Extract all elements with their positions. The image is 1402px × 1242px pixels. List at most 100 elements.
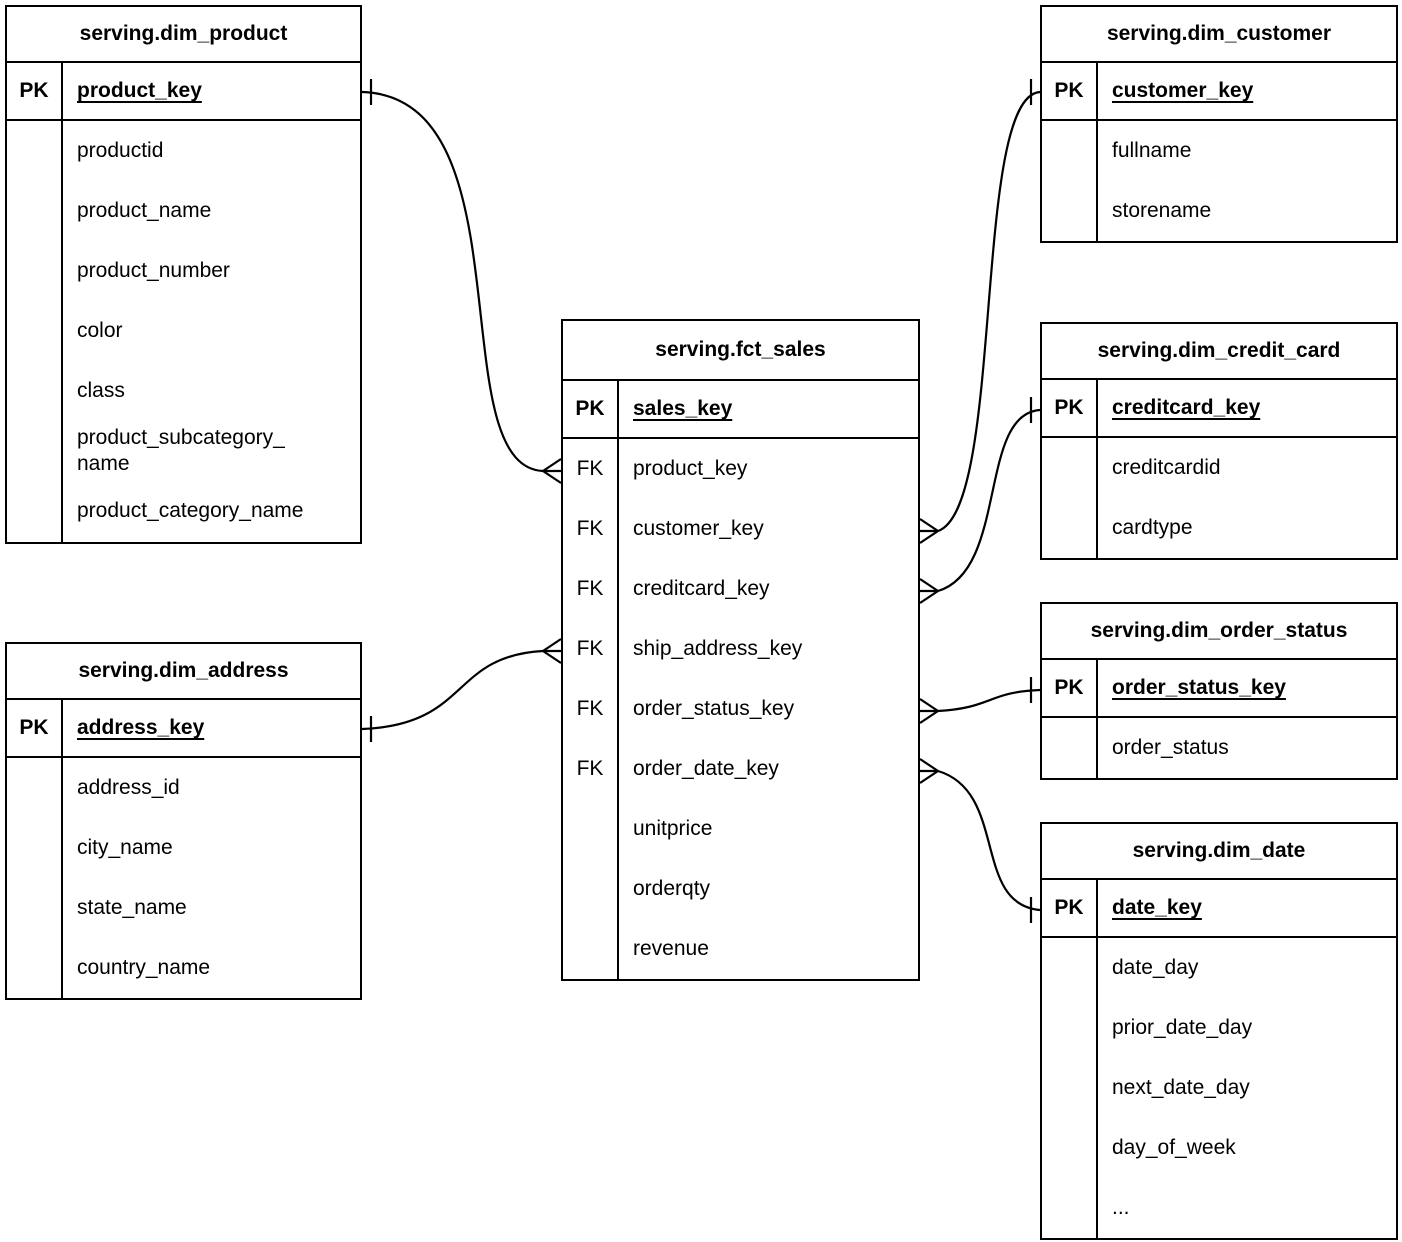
field-row: address_id	[7, 758, 360, 818]
crowsfoot-order_date_key	[919, 770, 939, 784]
pk-label: PK	[1042, 880, 1098, 936]
pk-row: PK creditcard_key	[1042, 380, 1396, 438]
field-row: fullname	[1042, 121, 1396, 181]
pk-row: PK customer_key	[1042, 63, 1396, 121]
crowsfoot-order_status_key	[919, 710, 939, 724]
field-name: color	[77, 318, 123, 342]
key-cell-empty	[7, 938, 63, 998]
table-title: serving.dim_date	[1042, 824, 1396, 880]
key-cell-empty	[1042, 998, 1098, 1058]
table-title: serving.dim_address	[7, 644, 360, 700]
field-row: product_number	[7, 241, 360, 301]
field-name: product_subcategory_​name	[77, 426, 285, 476]
field-row: prior_date_day	[1042, 998, 1396, 1058]
pk-field-name: order_status_key	[1112, 675, 1286, 699]
fk-label: FK	[563, 739, 619, 799]
key-cell-empty	[1042, 1118, 1098, 1178]
fk-label: FK	[563, 679, 619, 739]
table-dim-credit-card: serving.dim_credit_card PK creditcard_ke…	[1040, 322, 1398, 560]
key-cell-empty	[1042, 938, 1098, 998]
crowsfoot-customer_key	[919, 518, 939, 532]
key-cell-empty	[7, 361, 63, 421]
field-row: day_of_week	[1042, 1118, 1396, 1178]
field-name: date_day	[1112, 955, 1199, 979]
table-dim-order-status: serving.dim_order_status PK order_status…	[1040, 602, 1398, 780]
key-cell-empty	[7, 878, 63, 938]
key-cell-empty	[7, 421, 63, 482]
field-name: product_name	[77, 198, 212, 222]
relationship-line-product_key	[361, 90, 544, 473]
pk-row: PK date_key	[1042, 880, 1396, 938]
crowsfoot-ship_address_key	[542, 638, 562, 652]
field-name: next_date_day	[1112, 1075, 1250, 1099]
pk-row: PK product_key	[7, 63, 360, 121]
field-name: fullname	[1112, 138, 1192, 162]
field-row: unitprice	[563, 799, 918, 859]
field-row: storename	[1042, 181, 1396, 241]
fk-row: FK customer_key	[563, 499, 918, 559]
key-cell-empty	[7, 818, 63, 878]
table-dim-address: serving.dim_address PK address_key addre…	[5, 642, 362, 1000]
table-dim-product: serving.dim_product PK product_key produ…	[5, 5, 362, 544]
field-row: country_name	[7, 938, 360, 998]
key-cell-empty	[563, 799, 619, 859]
field-row: product_name	[7, 181, 360, 241]
field-name: day_of_week	[1112, 1135, 1236, 1159]
field-row: product_subcategory_​name	[7, 421, 360, 482]
field-row: revenue	[563, 919, 918, 979]
field-row: order_status	[1042, 718, 1396, 778]
crowsfoot-customer_key	[919, 530, 939, 544]
field-name: cardtype	[1112, 515, 1193, 539]
key-cell-empty	[7, 481, 63, 542]
field-row: productid	[7, 121, 360, 181]
field-name: address_id	[77, 775, 180, 799]
field-row: class	[7, 361, 360, 421]
table-title: serving.dim_product	[7, 7, 360, 63]
crowsfoot-product_key	[542, 470, 562, 484]
table-title: serving.fct_sales	[563, 321, 918, 381]
field-row: city_name	[7, 818, 360, 878]
pk-row: PK order_status_key	[1042, 660, 1396, 718]
crowsfoot-creditcard_key	[919, 578, 939, 592]
fk-field-name: customer_key	[633, 516, 764, 540]
table-dim-date: serving.dim_date PK date_key date_day pr…	[1040, 822, 1398, 1240]
field-name: unitprice	[633, 816, 713, 840]
pk-field-name: date_key	[1112, 895, 1202, 919]
pk-label: PK	[7, 63, 63, 119]
table-fct-sales: serving.fct_sales PK sales_key FK produc…	[561, 319, 920, 981]
relationship-line-customer_key	[937, 90, 1041, 533]
key-cell-empty	[1042, 1178, 1098, 1238]
field-name: city_name	[77, 835, 173, 859]
key-cell-empty	[563, 859, 619, 919]
field-row: ...	[1042, 1178, 1396, 1238]
pk-label: PK	[7, 700, 63, 756]
relationship-line-ship_address_key	[361, 649, 544, 731]
key-cell-empty	[7, 758, 63, 818]
table-dim-customer: serving.dim_customer PK customer_key ful…	[1040, 5, 1398, 243]
key-cell-empty	[1042, 121, 1098, 181]
fk-label: FK	[563, 499, 619, 559]
fk-field-name: ship_address_key	[633, 636, 803, 660]
key-cell-empty	[1042, 181, 1098, 241]
key-cell-empty	[1042, 1058, 1098, 1118]
field-row: color	[7, 301, 360, 361]
key-cell-empty	[1042, 498, 1098, 558]
field-name: state_name	[77, 895, 187, 919]
field-name: productid	[77, 138, 164, 162]
relationship-line-order_status_key	[937, 688, 1041, 713]
fk-field-name: product_key	[633, 456, 748, 480]
field-name: prior_date_day	[1112, 1015, 1253, 1039]
field-row: product_category_name	[7, 481, 360, 542]
fk-row: FK ship_address_key	[563, 619, 918, 679]
pk-label: PK	[563, 381, 619, 437]
crowsfoot-ship_address_key	[542, 650, 562, 664]
field-row: state_name	[7, 878, 360, 938]
key-cell-empty	[1042, 718, 1098, 778]
fk-row: FK product_key	[563, 439, 918, 499]
field-name: country_name	[77, 955, 211, 979]
field-name: orderqty	[633, 876, 711, 900]
field-name: product_category_name	[77, 499, 304, 523]
pk-row: PK address_key	[7, 700, 360, 758]
relationship-line-creditcard_key	[937, 408, 1041, 593]
